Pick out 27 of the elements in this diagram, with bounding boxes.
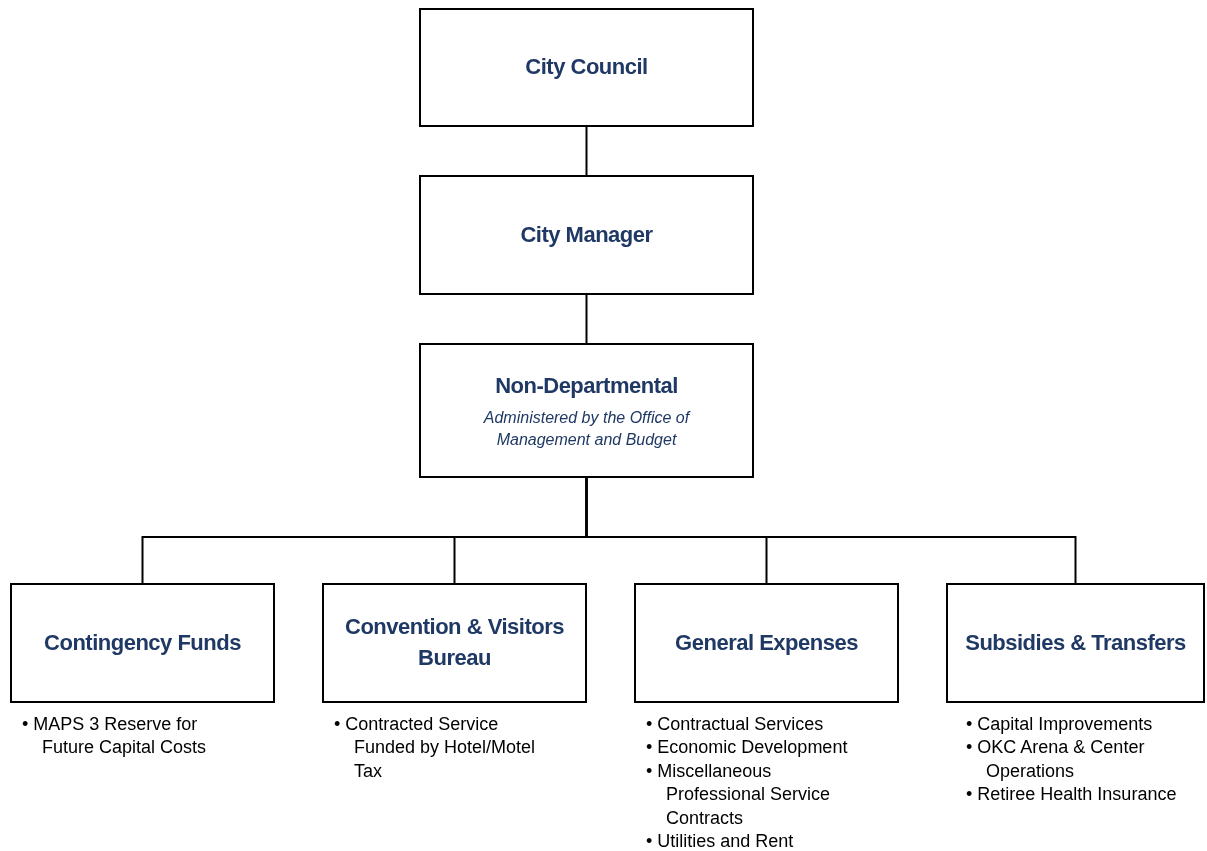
bullet-item: • Miscellaneous Professional Service Contracts — [646, 759, 832, 830]
org-box — [419, 175, 754, 295]
box-title: Convention & Visitors Bureau — [344, 613, 565, 672]
org-box — [946, 583, 1205, 703]
connector-line — [585, 294, 588, 344]
bullet-item: • Utilities and Rent — [646, 829, 795, 851]
bullet-item: • Capital Improvements — [966, 713, 1154, 736]
box-title: City Manager — [520, 220, 653, 249]
box-subtitle: Administered by the Office of Management and Budget — [482, 408, 692, 450]
box-title: Subsidies & Transfers — [965, 628, 1186, 657]
org-box — [634, 583, 899, 703]
bullet-item: • OKC Arena & Center Operations — [966, 736, 1146, 783]
bullet-item: • Retiree Health Insurance — [966, 783, 1178, 807]
bullet-item: • Economic Development — [646, 736, 849, 760]
org-box — [419, 8, 754, 127]
org-box — [322, 583, 587, 703]
bullet-item: • MAPS 3 Reserve for Future Capital Costs — [22, 713, 208, 760]
box-title: General Expenses — [675, 628, 858, 657]
bullet-item: • Contracted Service Funded by Hotel/Motel Tax — [334, 713, 537, 783]
box-title: City Council — [525, 53, 648, 82]
org-box — [10, 583, 275, 703]
box-title: Non-Departmental — [495, 371, 678, 400]
bullet-item: • Contractual Services — [646, 713, 825, 736]
org-box — [419, 343, 754, 478]
connector-line — [585, 126, 588, 176]
box-title: Contingency Funds — [44, 628, 241, 657]
connector-line — [585, 477, 1077, 584]
